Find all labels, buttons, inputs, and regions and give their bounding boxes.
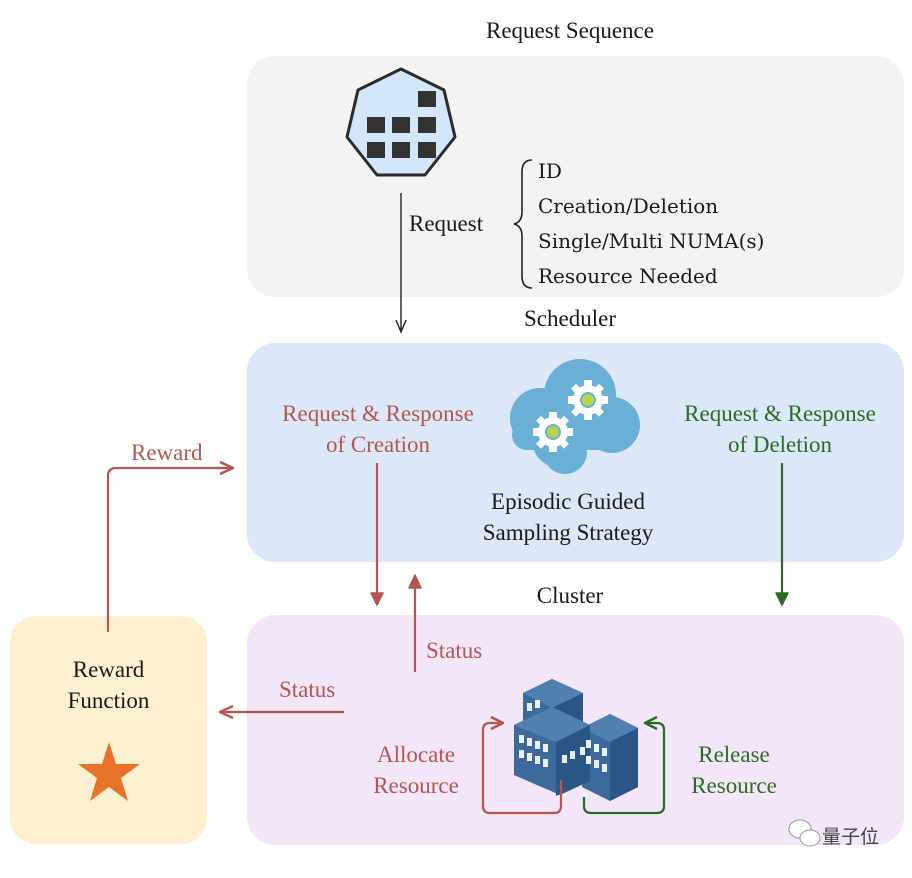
allocate-loop-arrow <box>481 715 563 815</box>
release-loop-arrow <box>582 715 666 815</box>
gear-icon <box>568 380 608 420</box>
status-left-label: Status <box>279 677 336 702</box>
watermark-text: 量子位 <box>822 826 880 848</box>
status-up-arrow <box>408 574 422 672</box>
request-sequence-title: Request Sequence <box>486 18 654 43</box>
star-icon <box>78 742 140 801</box>
status-up-label: Status <box>426 638 483 663</box>
reward-function-label: Reward Function <box>67 657 150 713</box>
attribute-item: ID <box>538 159 562 183</box>
wechat-icon <box>788 819 821 847</box>
scheduler-title: Scheduler <box>524 306 616 331</box>
request-arrow <box>395 193 407 334</box>
reward-function-box <box>10 616 207 844</box>
attribute-item: Resource Needed <box>538 264 718 288</box>
attributes-brace <box>513 159 533 289</box>
request-arrow-label: Request <box>409 211 484 236</box>
deletion-label: Request & Response of Deletion <box>684 401 876 457</box>
deletion-arrow <box>775 463 789 606</box>
request-attributes-list: ID Creation/Deletion Single/Multi NUMA(s… <box>538 154 764 294</box>
creation-arrow <box>370 463 384 606</box>
cluster-buildings-icon <box>514 679 638 801</box>
allocate-resource-label: Allocate Resource <box>373 742 459 798</box>
reward-arrow-label: Reward <box>131 440 203 465</box>
strategy-label: Episodic Guided Sampling Strategy <box>482 489 654 545</box>
cloud-gears-icon <box>510 359 640 474</box>
attribute-item: Creation/Deletion <box>538 194 719 218</box>
creation-label: Request & Response of Creation <box>282 401 474 457</box>
gear-icon <box>533 412 573 452</box>
status-left-arrow <box>218 704 344 720</box>
reward-arrow <box>106 460 235 632</box>
request-heptagon-icon <box>345 67 457 177</box>
release-resource-label: Release Resource <box>691 742 777 798</box>
attribute-item: Single/Multi NUMA(s) <box>538 229 765 253</box>
cluster-title: Cluster <box>536 583 604 608</box>
